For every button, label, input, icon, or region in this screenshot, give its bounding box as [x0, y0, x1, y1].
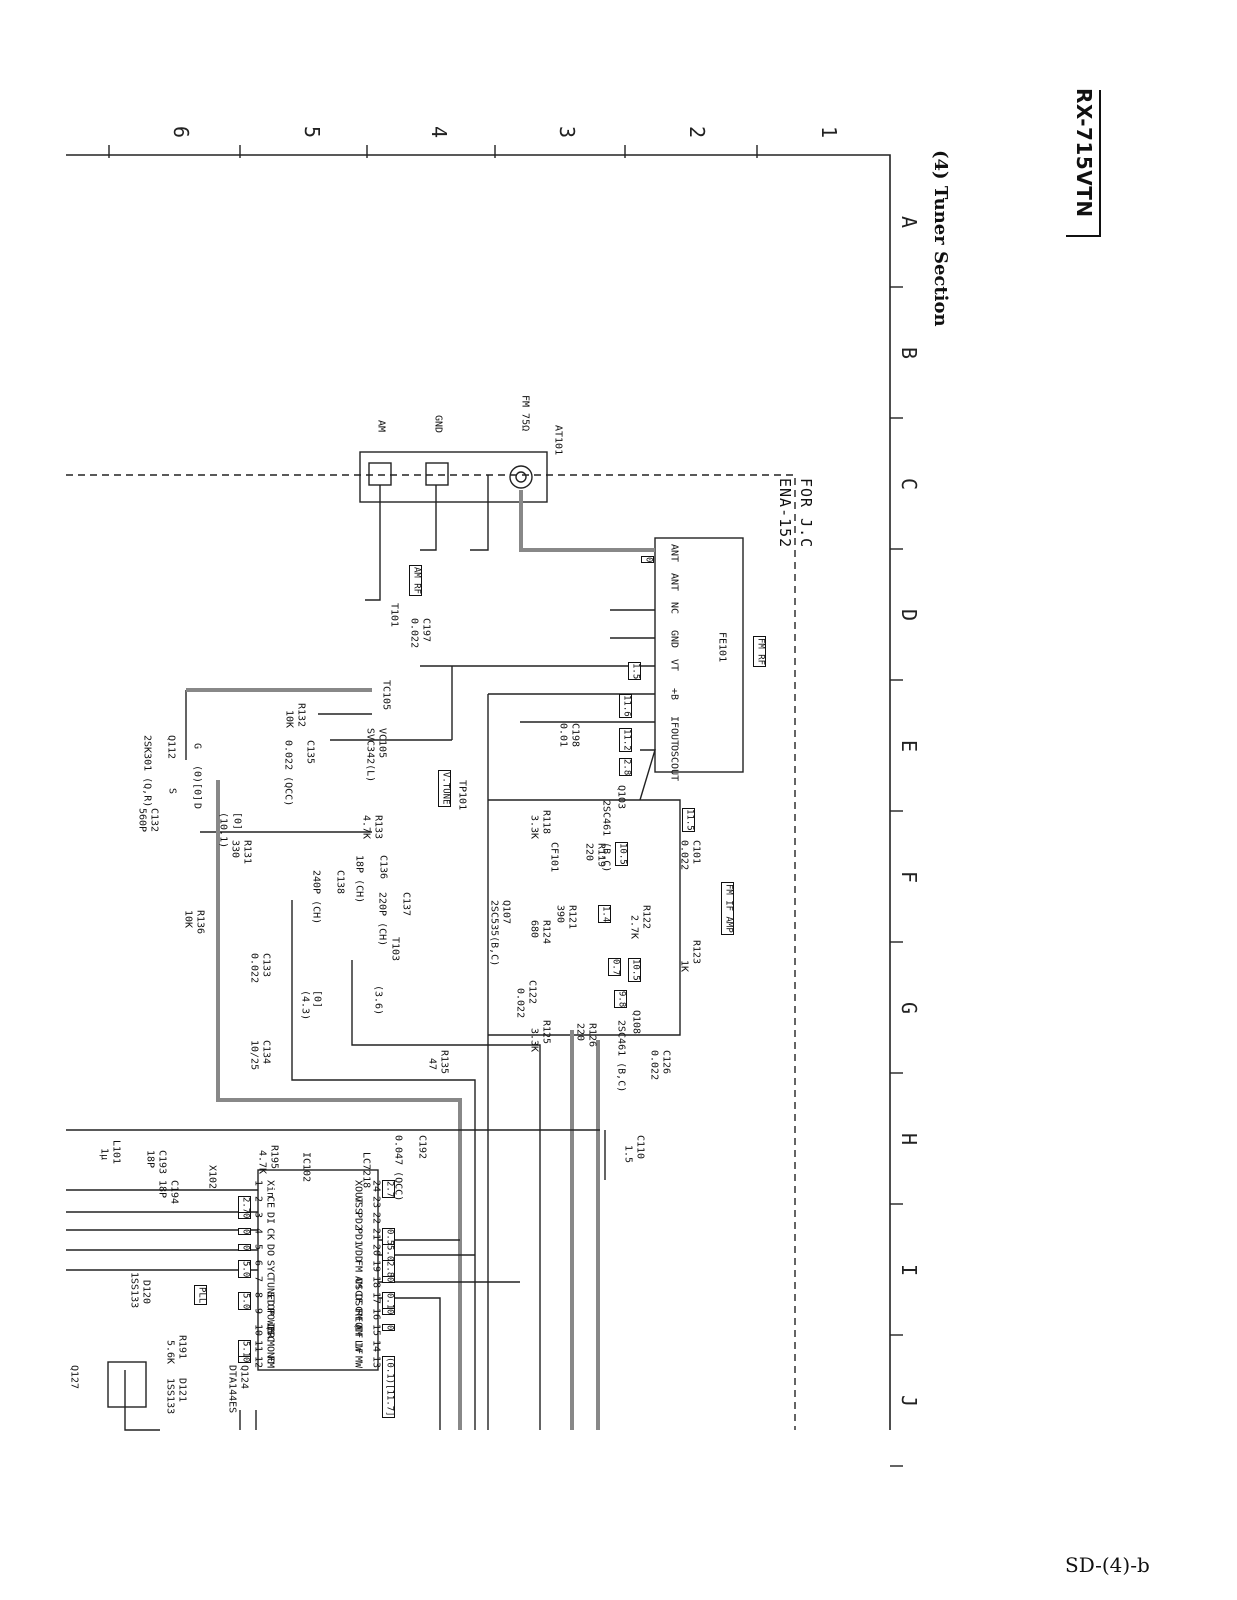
grid-column-label: 5 [300, 126, 324, 138]
page-code: SD-(4)-b [1065, 1553, 1150, 1577]
grid-row-label: D [897, 609, 921, 621]
grid-column-label: 6 [169, 126, 193, 138]
grid-row-label: G [897, 1002, 921, 1014]
fe101-box [654, 537, 744, 773]
section-title: (4) Tuner Section [930, 150, 951, 327]
grid-row-label: B [897, 347, 921, 359]
model-label-rule [1066, 90, 1101, 237]
grid-frame [66, 154, 891, 1430]
region-boundary [66, 474, 796, 1430]
q127-box [107, 1361, 147, 1408]
grid-row-label: H [897, 1133, 921, 1145]
fm-terminal [509, 465, 533, 489]
grid-column-label: 3 [555, 126, 579, 138]
ic102-box [257, 1169, 379, 1371]
grid-column-label: 1 [817, 126, 841, 138]
grid-row-label: F [897, 871, 921, 883]
am-terminal [368, 462, 392, 486]
grid-row-label: A [897, 216, 921, 228]
gnd-terminal [425, 462, 449, 486]
grid-row-label: E [897, 740, 921, 752]
grid-row-label: J [897, 1395, 921, 1407]
grid-column-label: 2 [685, 126, 709, 138]
grid-column-label: 4 [427, 126, 451, 138]
grid-row-label: C [897, 478, 921, 490]
model-label: RX-715VTN [1072, 88, 1096, 218]
antenna-block [359, 451, 548, 503]
grid-row-label: I [897, 1264, 921, 1276]
